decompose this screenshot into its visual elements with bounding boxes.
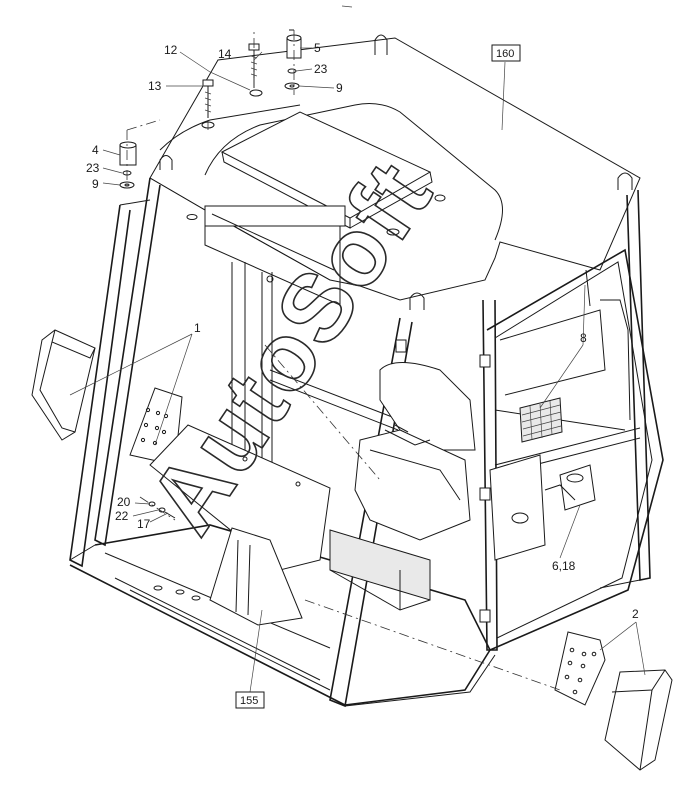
ref-box-160 xyxy=(491,44,521,62)
callout-6-18: 6,18 xyxy=(552,559,576,573)
callout-22: 22 xyxy=(115,509,129,523)
callout-17: 17 xyxy=(137,517,151,531)
callout-12: 12 xyxy=(164,43,178,57)
operator-seat xyxy=(329,309,606,611)
callout-8: 8 xyxy=(580,331,587,345)
callout-14: 14 xyxy=(218,47,232,61)
boxed-references: 160 155 xyxy=(235,44,521,709)
ref-box-155 xyxy=(235,691,265,709)
ref-160: 160 xyxy=(496,48,514,60)
side-plates xyxy=(129,387,331,626)
top-mark xyxy=(341,5,353,8)
callout-4: 4 xyxy=(92,143,99,157)
callout-2: 2 xyxy=(632,607,639,621)
callout-5: 5 xyxy=(314,41,321,55)
cab-roof xyxy=(149,34,641,310)
callout-9-left: 9 xyxy=(92,177,99,191)
leader-lines xyxy=(69,47,646,693)
callout-1: 1 xyxy=(194,321,201,335)
callout-labels: 12 14 5 23 9 13 4 23 9 1 8 20 22 17 6,18… xyxy=(86,41,639,621)
callout-13: 13 xyxy=(148,79,162,93)
callout-23-left: 23 xyxy=(86,161,100,175)
ref-155: 155 xyxy=(240,695,258,707)
callout-20: 20 xyxy=(117,495,131,509)
callout-9-top: 9 xyxy=(336,81,343,95)
assembly-center-lines xyxy=(126,30,561,691)
callout-23-top: 23 xyxy=(314,62,328,76)
loose-window-panes xyxy=(31,329,673,771)
